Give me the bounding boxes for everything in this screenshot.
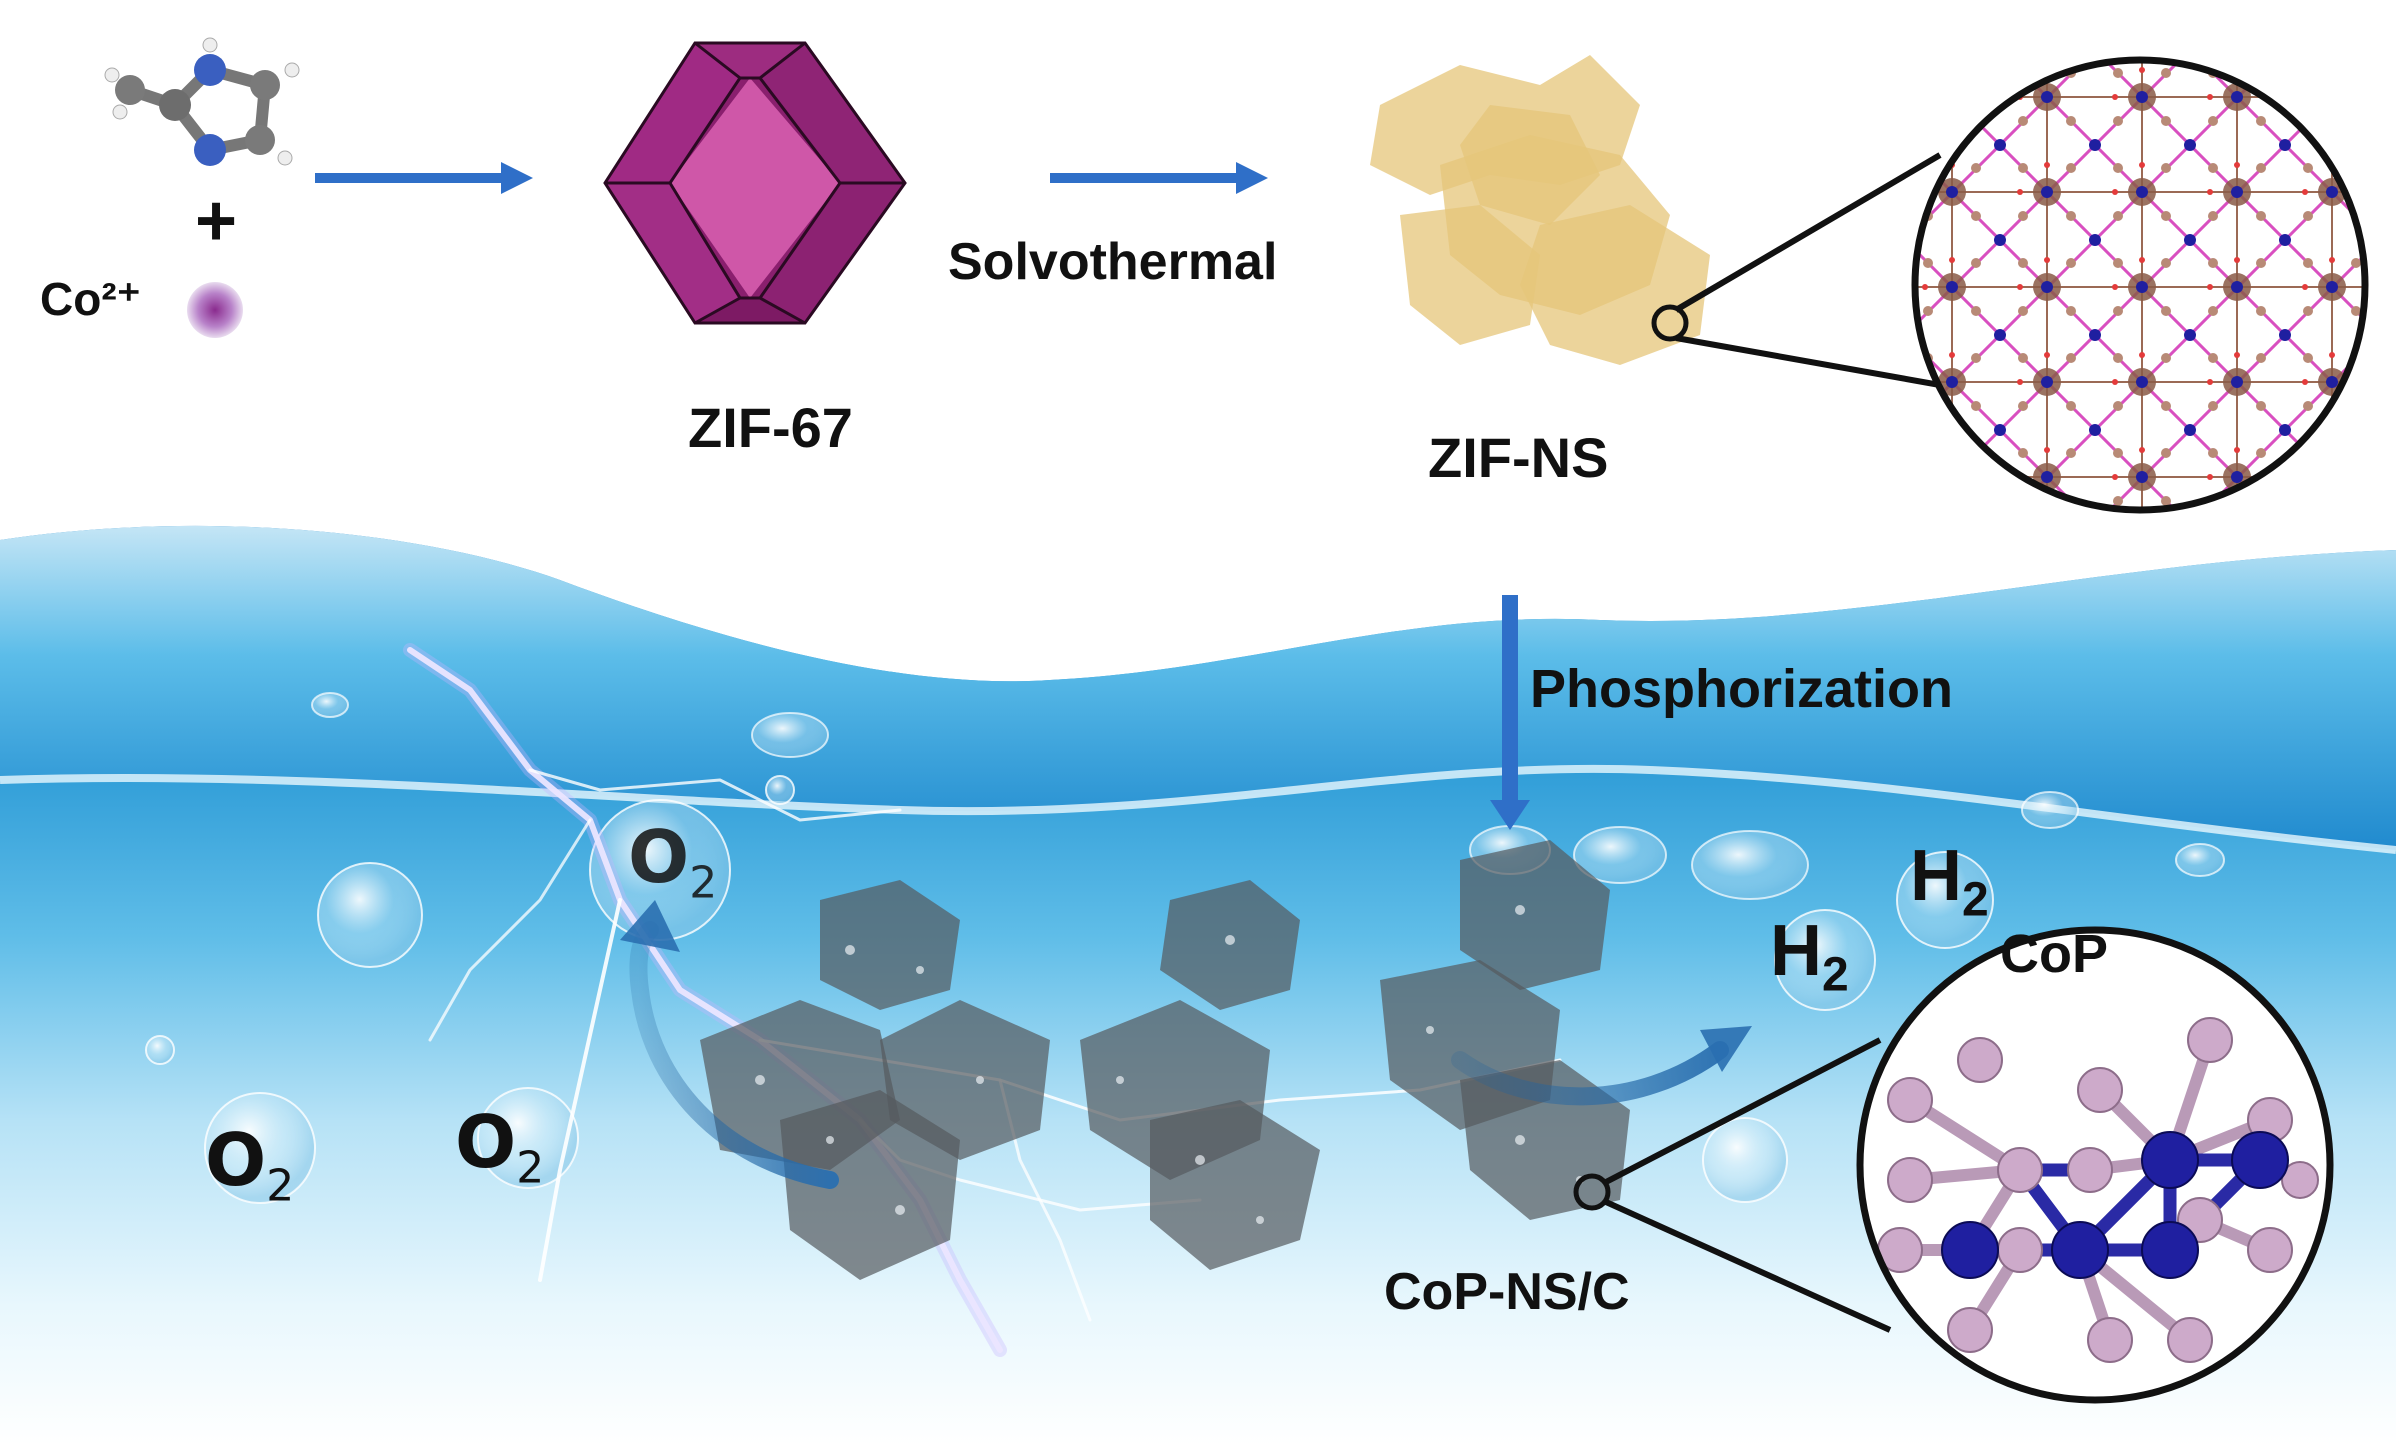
zif-ns-lattice-inset bbox=[1911, 56, 2369, 514]
cop-crystal-inset bbox=[1856, 926, 2334, 1404]
cobalt-ion-icon bbox=[187, 282, 243, 338]
zif67-crystal-icon bbox=[603, 41, 907, 325]
o2-label: O2 bbox=[628, 815, 717, 908]
methylimidazole-molecule-icon bbox=[104, 37, 300, 166]
o2-subscript: 2 bbox=[689, 857, 718, 909]
o2-main: O bbox=[628, 815, 690, 899]
o2-main: O bbox=[205, 1118, 267, 1202]
zif67-label: ZIF-67 bbox=[688, 396, 853, 459]
h2-subscript: 2 bbox=[1822, 948, 1849, 1002]
zoom-lines bbox=[1674, 152, 1942, 388]
o2-label: O2 bbox=[455, 1100, 544, 1193]
h2-label: H2 bbox=[1770, 910, 1849, 1002]
cop-inset-label: CoP bbox=[2000, 924, 2108, 984]
zif-ns-label: ZIF-NS bbox=[1428, 426, 1609, 489]
h2-main: H bbox=[1910, 836, 1962, 916]
plus-sign: + bbox=[195, 181, 238, 261]
o2-main: O bbox=[455, 1100, 517, 1184]
o2-label: O2 bbox=[205, 1118, 294, 1211]
phosphorization-label: Phosphorization bbox=[1530, 659, 1953, 719]
solvothermal-label: Solvothermal bbox=[948, 233, 1278, 291]
arrow-right-icon bbox=[1050, 162, 1268, 194]
arrow-right-icon bbox=[315, 162, 533, 194]
cop-ns-c-label: CoP-NS/C bbox=[1384, 1263, 1630, 1321]
cobalt-ion-label: Co²⁺ bbox=[40, 273, 141, 325]
zif-ns-nanosheets-icon bbox=[1370, 55, 1710, 365]
h2-main: H bbox=[1770, 911, 1822, 991]
h2-label: H2 bbox=[1910, 835, 1989, 927]
synthesis-row: + Co²⁺ ZIF-67 bbox=[0, 0, 2396, 530]
o2-subscript: 2 bbox=[516, 1142, 545, 1194]
h2-subscript: 2 bbox=[1962, 873, 1989, 927]
o2-subscript: 2 bbox=[266, 1160, 295, 1212]
